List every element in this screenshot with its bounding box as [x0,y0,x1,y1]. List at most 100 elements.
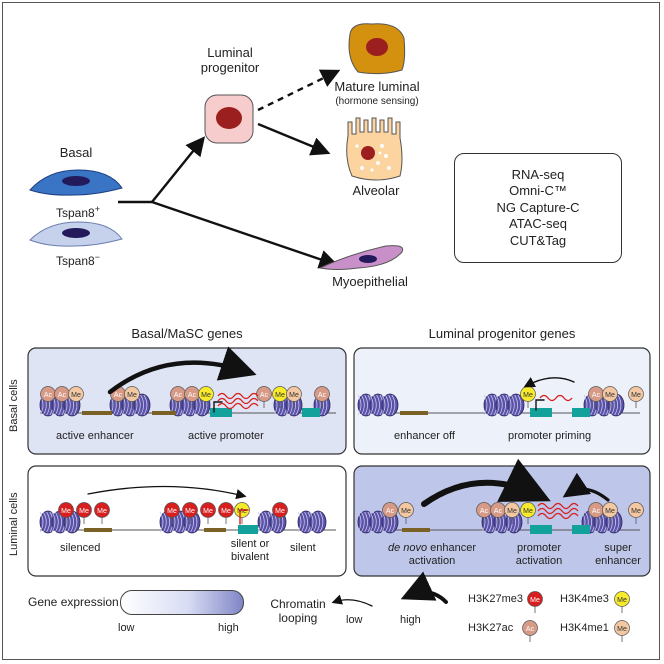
promoter-region [530,408,552,417]
arrow-to-alveolar [257,122,331,156]
looping-high: high [400,614,421,626]
tspan8-neg-label: Tspan8− [56,252,100,268]
svg-text:Me: Me [605,508,615,515]
mark-k27me3: Me [182,502,198,524]
basal-title: Basal [59,145,93,160]
loop-tl [107,346,257,395]
loop-br-right [562,472,610,502]
mark-k27me3: Me [200,502,216,524]
mark-k27ac: Ac [314,386,330,408]
arrow-to-mature-luminal [257,69,341,112]
svg-text:Ac: Ac [592,392,601,399]
nucleosome [381,393,399,417]
loop-tr [523,377,575,388]
promoter-region [572,408,590,417]
svg-text:Ac: Ac [318,392,327,399]
svg-text:Me: Me [203,508,213,515]
looping-high-arrow [400,571,448,604]
enhancer-region [402,528,430,532]
svg-text:Ac: Ac [494,508,503,515]
nucleosome [309,510,327,534]
svg-text:Me: Me [185,508,195,515]
alveolar-label: Alveolar [352,183,400,198]
method-atac-seq: ATAC-seq [508,216,568,232]
caption-silent: silent [290,542,316,554]
luminal-progenitor-cell [204,94,254,144]
svg-text:Ac: Ac [58,392,67,399]
svg-text:Ac: Ac [386,508,395,515]
svg-text:Me: Me [530,597,540,604]
legend-k4me1-icon: Me [614,620,630,642]
svg-text:Ac: Ac [592,508,601,515]
column-title-luminal-genes: Luminal progenitor genes [428,326,576,341]
legend-k27me3-icon: Me [527,591,543,613]
promoter-region [238,525,258,534]
myoepithelial-label: Myoepithelial [332,274,408,289]
gene-expression-label: Gene expression [28,595,119,609]
arrow-to-luminal-progenitor [151,136,206,203]
loop-bl [87,485,247,500]
nucleosome [483,393,501,417]
nucleosome [495,393,513,417]
mark-k4me1: Me [398,502,414,524]
svg-text:Me: Me [605,392,615,399]
transcripts [217,392,579,520]
gene-expression-gradient [120,590,244,615]
legend-h3k4me1: H3K4me1 [560,622,609,634]
mark-k27me3: Me [94,502,110,524]
svg-text:Ac: Ac [174,392,183,399]
active-promoter-arrow [213,401,223,413]
nucleosome [507,393,525,417]
legend-k4me3-icon: Me [614,591,630,613]
svg-text:Ac: Ac [44,392,53,399]
loop-br-left [421,458,551,507]
mark-k4me3: Me [520,502,536,524]
mark-k27me3: Me [76,502,92,524]
enhancer-region [400,411,428,415]
promoter-region [530,525,552,534]
mark-k4me1: Me [504,502,520,524]
mark-k27me3: Me [164,502,180,524]
svg-text:Me: Me [401,508,411,515]
svg-text:Me: Me [79,508,89,515]
mature-luminal-cell [348,23,406,75]
mark-k4me1: Me [124,386,140,408]
svg-text:Me: Me [523,392,533,399]
svg-text:Me: Me [127,392,137,399]
mark-k4me1: Me [602,386,618,408]
caption-silenced: silenced [60,542,101,554]
silent-promoter-arrow [239,509,249,525]
column-title-basal-genes: Basal/MaSC genes [131,326,243,341]
mark-k4me1: Me [602,502,618,524]
mark-k27me3: Me [218,502,234,524]
gene-expression-low: low [118,622,135,634]
svg-text:Me: Me [507,508,517,515]
row-label-luminal-cells: Luminal cells [8,492,20,556]
enhancer-region [204,528,226,532]
mark-k27ac: Ac [40,386,56,408]
myoepithelial-cell [318,245,404,270]
row-label-basal-cells: Basal cells [8,379,20,432]
promoter-region [302,408,320,417]
svg-text:Me: Me [275,508,285,515]
svg-text:Me: Me [71,392,81,399]
svg-text:Me: Me [97,508,107,515]
alveolar-cell [346,117,403,181]
mark-k4me3: Me [520,386,536,408]
mark-k4me1: Me [286,386,302,408]
mark-k4me1: Me [68,386,84,408]
nucleosome [297,510,315,534]
tspan8-pos-label: Tspan8+ [56,204,100,220]
enhancer-region [82,411,112,415]
svg-text:Me: Me [617,626,627,633]
legend-h3k27me3: H3K27me3 [468,593,524,605]
nucleosome [39,510,57,534]
chromatin-tracks [39,393,640,534]
svg-text:Ac: Ac [260,392,269,399]
svg-text:Ac: Ac [526,626,535,633]
